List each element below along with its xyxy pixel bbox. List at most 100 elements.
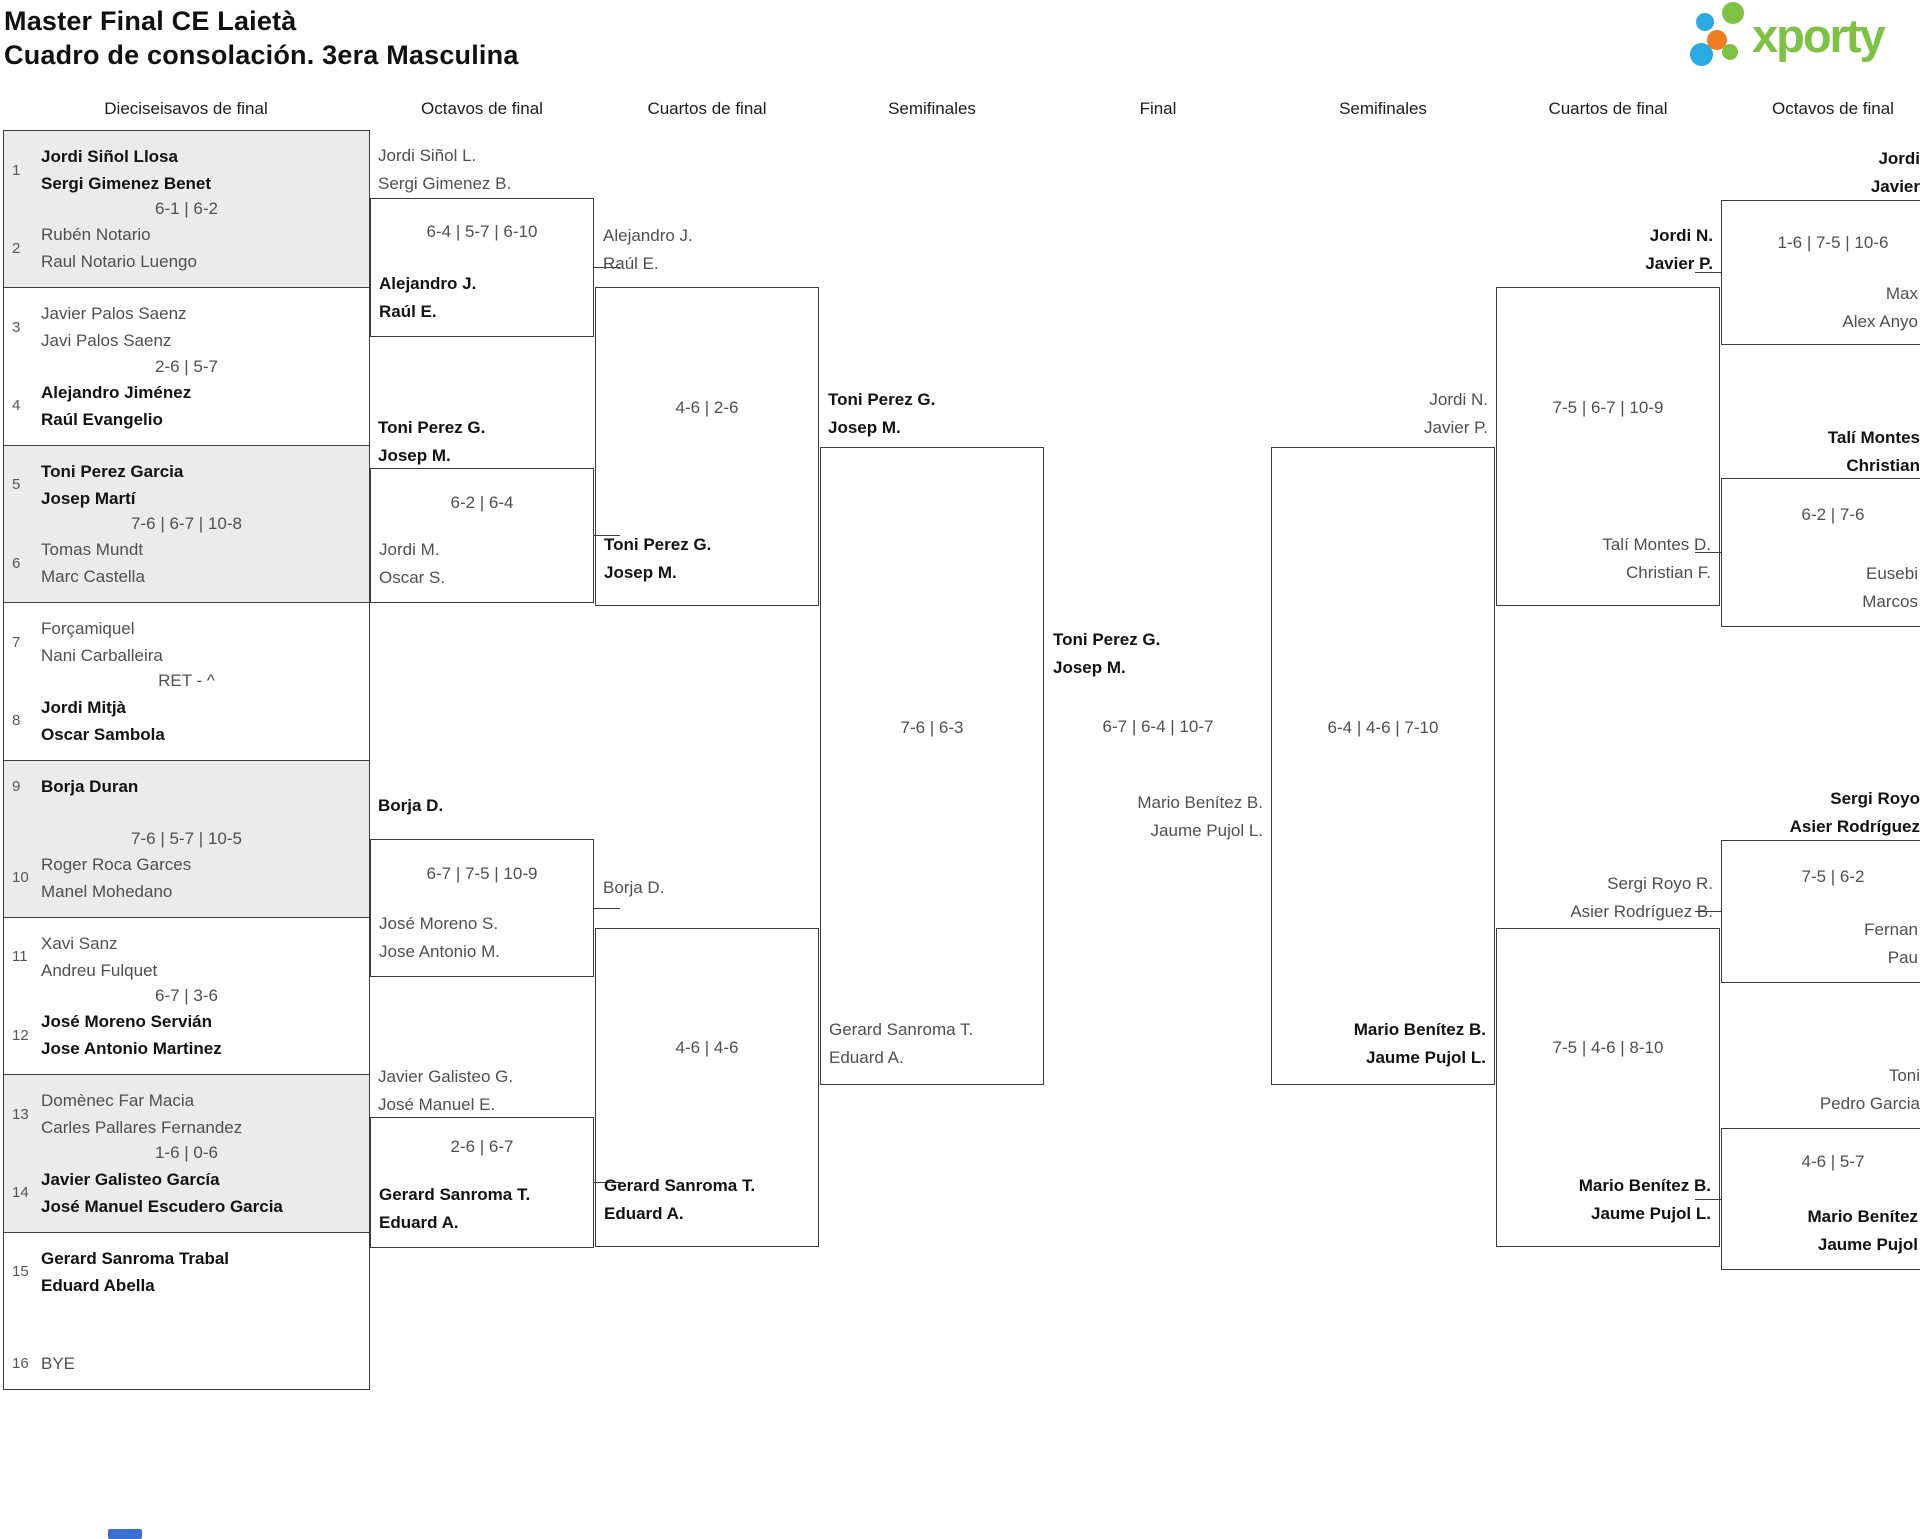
- qfl-2-team-b: Gerard Sanroma T.Eduard A.: [604, 1176, 756, 1223]
- round-header-5: Final: [1139, 99, 1177, 118]
- match-score: 6-7 | 7-5 | 10-9: [426, 864, 538, 883]
- connector-line: [1695, 552, 1721, 553]
- page-subtitle: Cuadro de consolación. 3era Masculina: [4, 40, 519, 70]
- r16l-4-team-a: Javier Galisteo G.José Manuel E.: [378, 1067, 514, 1114]
- final-score: 6-7 | 6-4 | 10-7: [1102, 717, 1214, 736]
- match-score: RET - ^: [158, 671, 215, 691]
- qfr-1-team-b: Talí Montes D.Christian F.: [1602, 535, 1711, 582]
- final-winner: Toni Perez G.Josep M.: [1053, 630, 1161, 677]
- r16l-match-3: 6-7 | 7-5 | 10-9 José Moreno S.Jose Anto…: [370, 839, 594, 977]
- logo-dot-blue2-icon: [1690, 43, 1713, 66]
- r32-match-5: 9 Borja Duran 7-6 | 5-7 | 10-5 10 Roger …: [4, 760, 369, 918]
- r16l-3-team-a: Borja D.: [378, 796, 444, 815]
- r16l-match-1: 6-4 | 5-7 | 6-10 Alejandro J.Raúl E.: [370, 198, 594, 337]
- page-title: Master Final CE Laietà: [4, 6, 297, 36]
- final-runnerup: Mario Benítez B.Jaume Pujol L.: [1137, 793, 1263, 840]
- seed-number: 12: [12, 1026, 29, 1044]
- r16l-1-team-b: Alejandro J.Raúl E.: [379, 274, 477, 321]
- match-score: 2-6 | 5-7: [154, 356, 218, 376]
- logo-dot-green2-icon: [1722, 44, 1738, 60]
- team-name: BYE: [41, 1354, 76, 1373]
- round-header-7: Cuartos de final: [1548, 99, 1668, 118]
- r16l-4-team-b: Gerard Sanroma T.Eduard A.: [379, 1185, 531, 1232]
- match-score: 7-6 | 6-7 | 10-8: [131, 513, 242, 533]
- connector-line: [594, 908, 620, 909]
- round-header-6: Semifinales: [1339, 99, 1427, 118]
- seed-number: 2: [12, 239, 21, 257]
- match-score: 6-4 | 5-7 | 6-10: [426, 222, 538, 241]
- r16l-3-team-b: José Moreno S.Jose Antonio M.: [379, 914, 500, 961]
- seed-number: 15: [12, 1263, 29, 1281]
- seed-number: 9: [12, 777, 21, 795]
- match-score: 6-2 | 7-6: [1801, 505, 1865, 524]
- qfl-match-1: 4-6 | 2-6 Toni Perez G.Josep M.: [595, 287, 819, 606]
- match-score: 6-2 | 6-4: [450, 493, 514, 512]
- match-score: 4-6 | 2-6: [675, 398, 739, 417]
- qfr-match-1: 7-5 | 6-7 | 10-9 Talí Montes D.Christian…: [1496, 287, 1720, 606]
- sfr-team-b: Mario Benítez B.Jaume Pujol L.: [1353, 1020, 1486, 1067]
- r16l-2-team-b: Jordi M.Oscar S.: [379, 540, 446, 587]
- round-header-4: Semifinales: [888, 99, 976, 118]
- connector-line: [1695, 272, 1721, 273]
- logo-dot-blue-icon: [1696, 13, 1714, 31]
- qfl-match-2: 4-6 | 4-6 Gerard Sanroma T.Eduard A.: [595, 928, 819, 1247]
- match-score: 6-1 | 6-2: [154, 199, 218, 219]
- qfr-2-team-a: Sergi Royo R.Asier Rodríguez B.: [1570, 874, 1713, 921]
- match-score: 1-6 | 0-6: [154, 1143, 218, 1163]
- round-header-2: Octavos de final: [421, 99, 543, 118]
- match-score: 6-7 | 3-6: [154, 986, 218, 1006]
- seed-number: 8: [12, 712, 21, 729]
- r16l-2-team-a: Toni Perez G.Josep M.: [378, 418, 486, 465]
- r16l-1-team-a: Jordi Siñol L.Sergi Gimenez B.: [378, 146, 512, 193]
- connector-line: [1695, 911, 1721, 912]
- seed-number: 7: [12, 633, 21, 651]
- match-score: 1-6 | 7-5 | 10-6: [1777, 233, 1889, 252]
- sfl-match: 7-6 | 6-3 Gerard Sanroma T.Eduard A.: [820, 447, 1044, 1085]
- seed-number: 14: [12, 1184, 29, 1202]
- seed-number: 3: [12, 318, 21, 336]
- team-name: Borja Duran: [41, 776, 139, 796]
- round-header-8: Octavos de final: [1772, 99, 1894, 118]
- seed-number: 16: [12, 1355, 29, 1372]
- qfr-2-team-b: Mario Benítez B.Jaume Pujol L.: [1578, 1176, 1711, 1223]
- logo-dot-green-icon: [1722, 2, 1744, 24]
- sfl-team-a: Toni Perez G.Josep M.: [828, 390, 936, 437]
- qfl-2-team-a: Borja D.: [603, 878, 665, 897]
- qfr-match-2: 7-5 | 4-6 | 8-10 Mario Benítez B.Jaume P…: [1496, 928, 1720, 1247]
- connector-line: [594, 267, 620, 268]
- match-score: 7-6 | 6-3: [900, 718, 964, 737]
- seed-number: 1: [12, 161, 21, 179]
- seed-number: 13: [12, 1105, 29, 1123]
- match-score: 7-5 | 4-6 | 8-10: [1552, 1038, 1664, 1057]
- sfr-team-a: Jordi N.Javier P.: [1424, 390, 1488, 437]
- match-score: 4-6 | 5-7: [1801, 1152, 1865, 1171]
- qfr-1-team-a: Jordi N.Javier P.: [1645, 226, 1713, 273]
- qfl-1-team-a: Alejandro J.Raúl E.: [603, 226, 693, 273]
